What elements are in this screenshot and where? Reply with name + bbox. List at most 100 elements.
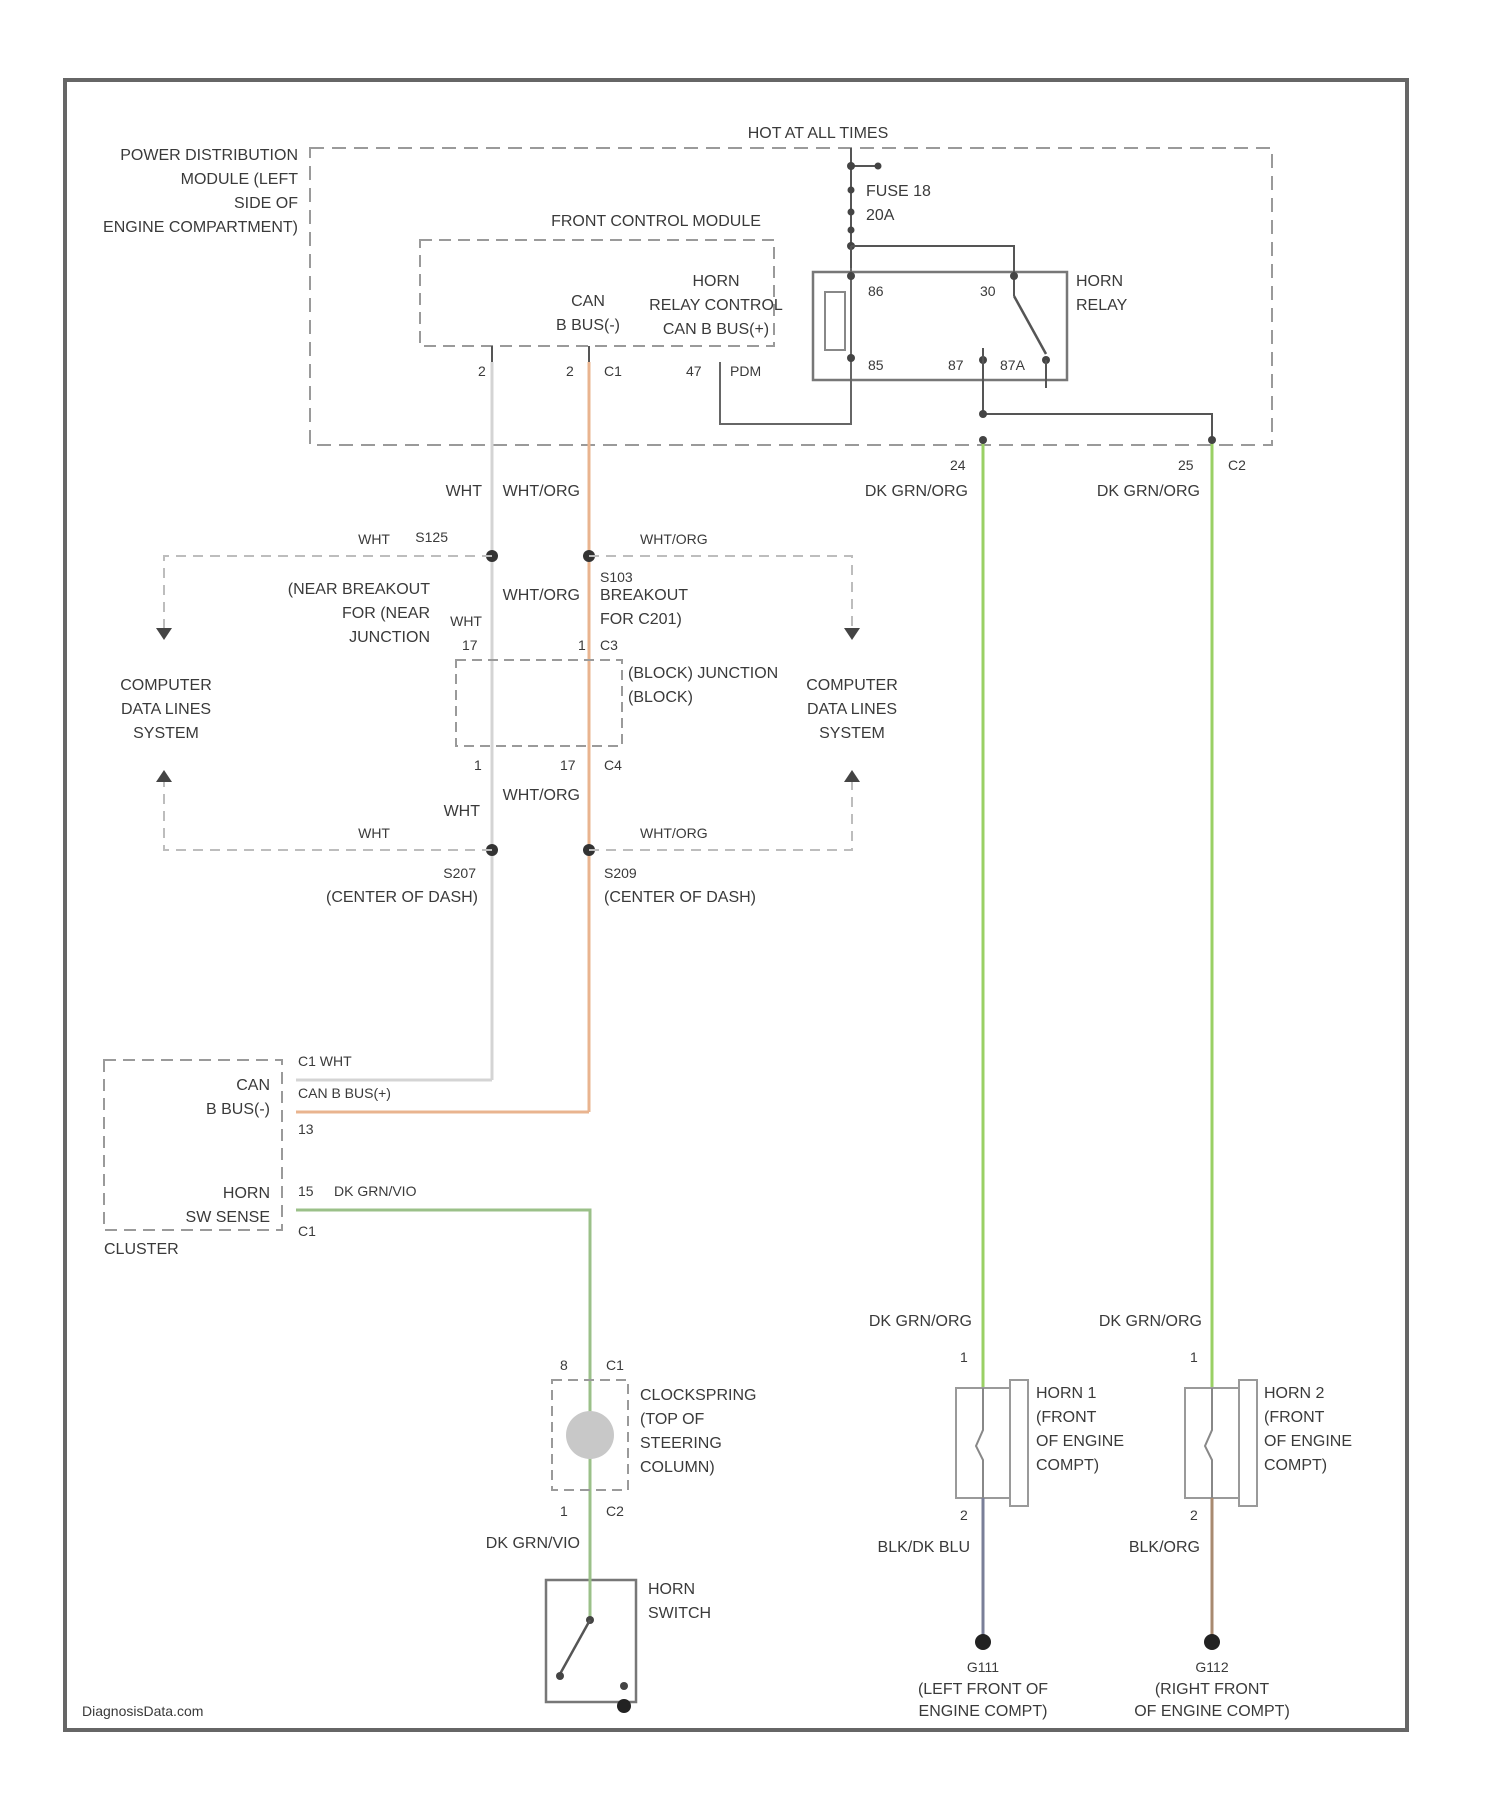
jb-conn-c3: C3 bbox=[600, 637, 618, 653]
horn1-label-1: HORN 1 bbox=[1036, 1385, 1097, 1402]
jb-conn-c4: C4 bbox=[604, 757, 622, 773]
pdm-label-4: ENGINE COMPARTMENT) bbox=[103, 219, 298, 236]
relay-term-87: 87 bbox=[948, 357, 964, 373]
horn2-label-2: (FRONT bbox=[1264, 1409, 1325, 1426]
splice-s207-location: (CENTER OF DASH) bbox=[326, 889, 478, 906]
relay-85-node bbox=[847, 354, 855, 362]
horn2-label-4: COMPT) bbox=[1264, 1457, 1327, 1474]
cluster-can-label: CAN bbox=[236, 1077, 270, 1094]
wire-label-dkgrn-vio-switch: DK GRN/VIO bbox=[486, 1535, 580, 1552]
horn1-label-4: COMPT) bbox=[1036, 1457, 1099, 1474]
horn-switch-arm bbox=[560, 1620, 590, 1674]
wire-label-wht-cdl-upper: WHT bbox=[358, 531, 390, 547]
pdm-label-2: MODULE (LEFT bbox=[181, 171, 299, 188]
hot-at-all-times: HOT AT ALL TIMES bbox=[748, 125, 889, 142]
wire-label-dkgrn-org-4: DK GRN/ORG bbox=[1099, 1313, 1202, 1330]
jb-pin-17b: 17 bbox=[560, 757, 576, 773]
wire-label-whtorg-jb-top: WHT/ORG bbox=[503, 587, 580, 604]
wire-label-wht-jb-top: WHT bbox=[450, 613, 482, 629]
fcm-can-label-2: B BUS(-) bbox=[556, 317, 620, 334]
relay-30-node bbox=[1010, 272, 1018, 280]
wire-label-wht-1: WHT bbox=[446, 483, 483, 500]
junction-block-label-2: (BLOCK) bbox=[628, 689, 693, 706]
fcm-horn-label-2: RELAY CONTROL bbox=[649, 297, 783, 314]
wire-label-dkgrn-org-3: DK GRN/ORG bbox=[869, 1313, 972, 1330]
near-breakout-label-3: JUNCTION bbox=[349, 629, 430, 646]
relay-term-30: 30 bbox=[980, 283, 996, 299]
ground-g111-loc-2: ENGINE COMPT) bbox=[919, 1703, 1048, 1720]
fuse-node-c bbox=[848, 227, 855, 234]
cdl-left-label-2: DATA LINES bbox=[121, 701, 211, 718]
relay-switch-arm bbox=[1014, 296, 1046, 354]
relay-30-feed-wire bbox=[851, 246, 1014, 268]
fcm-can-label-1: CAN bbox=[571, 293, 605, 310]
wire-label-blk-dkblu: BLK/DK BLU bbox=[878, 1539, 970, 1556]
cluster-horn-label: HORN bbox=[223, 1185, 270, 1202]
ground-g112-loc-2: OF ENGINE COMPT) bbox=[1134, 1703, 1290, 1720]
pdm-box bbox=[310, 148, 1272, 445]
wire-label-whtorg-cdl-upper: WHT/ORG bbox=[640, 531, 708, 547]
ground-g112-label: G112 bbox=[1195, 1659, 1228, 1675]
relay-86-node bbox=[847, 272, 855, 280]
horn-switch-ground-node bbox=[617, 1699, 631, 1713]
fcm-horn-label-1: HORN bbox=[692, 273, 739, 290]
cluster-pin-13: 13 bbox=[298, 1121, 314, 1137]
cluster-pin-15: 15 bbox=[298, 1183, 314, 1199]
cdl-right-label-3: SYSTEM bbox=[819, 725, 885, 742]
fcm-pin-2b: 2 bbox=[566, 363, 574, 379]
horn-switch-label-1: HORN bbox=[648, 1581, 695, 1598]
cluster-bbus-label: B BUS(-) bbox=[206, 1101, 270, 1118]
horn2-bell bbox=[1239, 1380, 1257, 1506]
relay-label-1: HORN bbox=[1076, 273, 1123, 290]
jb-pin-1b: 1 bbox=[474, 757, 482, 773]
wire-label-wht-jb-bottom: WHT bbox=[444, 803, 481, 820]
horn2-pin-1: 1 bbox=[1190, 1349, 1198, 1365]
horn1-label-3: OF ENGINE bbox=[1036, 1433, 1124, 1450]
jb-pin-1a: 1 bbox=[578, 637, 586, 653]
horn1-pin-2: 2 bbox=[960, 1507, 968, 1523]
splice-s207-label: S207 bbox=[443, 865, 476, 881]
cdl-right-label-1: COMPUTER bbox=[806, 677, 898, 694]
relay-term-85: 85 bbox=[868, 357, 884, 373]
cluster-can-bus-plus: CAN B BUS(+) bbox=[298, 1085, 391, 1101]
near-breakout-label-2: FOR (NEAR bbox=[342, 605, 430, 622]
pdm-pin-24: 24 bbox=[950, 457, 966, 473]
near-breakout-label-1: (NEAR BREAKOUT bbox=[288, 581, 430, 598]
junction-block-box bbox=[456, 660, 622, 746]
fuse-node-b bbox=[848, 209, 855, 216]
fuse-label-2: 20A bbox=[866, 207, 895, 224]
fcm-pin-2a: 2 bbox=[478, 363, 486, 379]
pdm-pin-25-node bbox=[1208, 436, 1216, 444]
clockspring-conn-c1: C1 bbox=[606, 1357, 624, 1373]
lower-cdl-right-wire bbox=[589, 782, 852, 850]
splice-s209-location: (CENTER OF DASH) bbox=[604, 889, 756, 906]
fcm-pin-47: 47 bbox=[686, 363, 702, 379]
clockspring-label-2: (TOP OF bbox=[640, 1411, 705, 1428]
wire-label-dkgrn-org-2: DK GRN/ORG bbox=[1097, 483, 1200, 500]
ground-g111-label: G111 bbox=[967, 1659, 999, 1675]
cluster-swsense-label: SW SENSE bbox=[186, 1209, 270, 1226]
ground-g111-loc-1: (LEFT FRONT OF bbox=[918, 1681, 1048, 1698]
clockspring-conn-c2: C2 bbox=[606, 1503, 624, 1519]
horn1-pin-1: 1 bbox=[960, 1349, 968, 1365]
horn2-label-1: HORN 2 bbox=[1264, 1385, 1325, 1402]
wire-label-whtorg-jb-bottom: WHT/ORG bbox=[503, 787, 580, 804]
breakout-label-1: BREAKOUT bbox=[600, 587, 688, 604]
watermark: DiagnosisData.com bbox=[82, 1703, 203, 1719]
relay-coil bbox=[825, 292, 845, 350]
cdl-right-label-2: DATA LINES bbox=[807, 701, 897, 718]
wire-label-whtorg-cdl-lower: WHT/ORG bbox=[640, 825, 708, 841]
fuse-node-a bbox=[848, 187, 855, 194]
cluster-pin-c1-wht: C1 WHT bbox=[298, 1053, 352, 1069]
ground-g112-icon bbox=[1204, 1634, 1220, 1650]
junction-block-label-1: (BLOCK) JUNCTION bbox=[628, 665, 778, 682]
clockspring-label-3: STEERING bbox=[640, 1435, 722, 1452]
horn1-bell bbox=[1010, 1380, 1028, 1506]
horn2-pin-2: 2 bbox=[1190, 1507, 1198, 1523]
horn2-label-3: OF ENGINE bbox=[1264, 1433, 1352, 1450]
clockspring-pin-8: 8 bbox=[560, 1357, 568, 1373]
relay-output-branch-wire bbox=[983, 414, 1212, 440]
cdl-left-label-3: SYSTEM bbox=[133, 725, 199, 742]
relay-term-86: 86 bbox=[868, 283, 884, 299]
